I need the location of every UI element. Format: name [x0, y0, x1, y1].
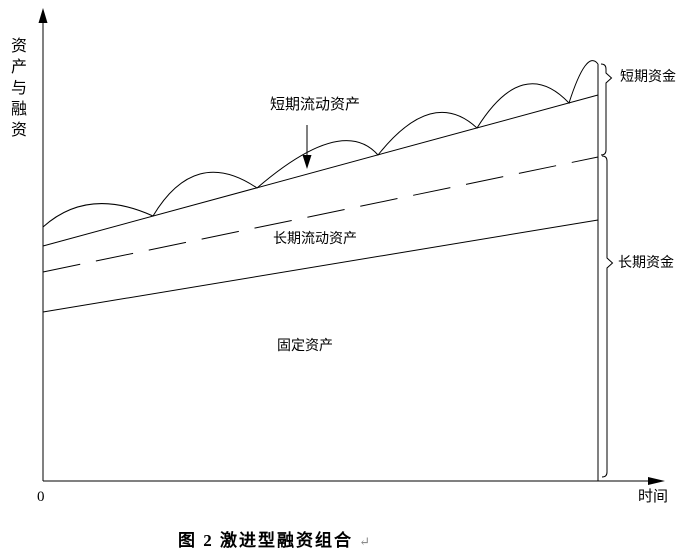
label-short-term-funds: 短期资金 [620, 70, 676, 85]
x-axis-label: 时间 [638, 489, 669, 505]
fixed-assets-boundary-line [42, 219, 599, 313]
figure-caption: 图 2 激进型融资组合 ↵ [178, 526, 370, 551]
label-fixed-assets: 固定资产 [277, 339, 333, 354]
label-short-term-current-assets: 短期流动资产 [270, 97, 361, 113]
y-axis-arrowhead-icon [38, 8, 48, 23]
y-axis-label: 资产与融资 [10, 38, 27, 139]
figure-caption-text: 图 2 激进型融资组合 [178, 531, 353, 550]
origin-label: 0 [37, 489, 45, 505]
down-arrowhead-icon [302, 155, 312, 169]
label-long-term-funds: 长期资金 [618, 256, 674, 271]
x-axis-arrowhead-icon [648, 477, 665, 485]
label-long-term-current-assets: 长期流动资产 [273, 232, 357, 247]
short-term-assets-scallop-curve [42, 60, 599, 228]
paragraph-mark: ↵ [359, 534, 371, 549]
funds-divider-dashed-line [42, 156, 599, 273]
short-term-funds-brace [600, 63, 613, 156]
current-assets-boundary-line [42, 94, 599, 247]
long-term-funds-brace [601, 155, 614, 478]
